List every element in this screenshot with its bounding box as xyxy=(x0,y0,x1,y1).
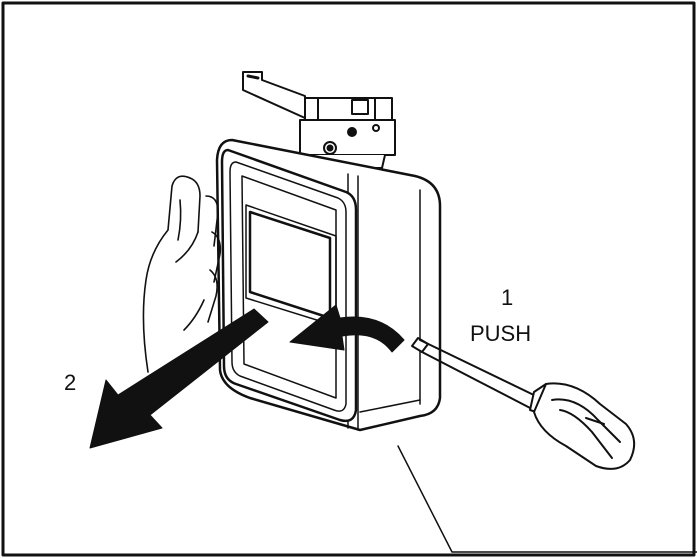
front-cover xyxy=(220,148,358,423)
step-1-number: 1 xyxy=(501,285,514,310)
leader-line xyxy=(397,445,697,553)
hand-icon xyxy=(142,175,222,373)
mounting-bracket xyxy=(242,71,306,119)
step-1-action-label: PUSH xyxy=(470,321,532,346)
push-arrow xyxy=(289,304,405,353)
screwdriver-icon xyxy=(411,337,636,470)
step-2-number: 2 xyxy=(64,370,77,395)
pull-arrow xyxy=(89,308,269,449)
